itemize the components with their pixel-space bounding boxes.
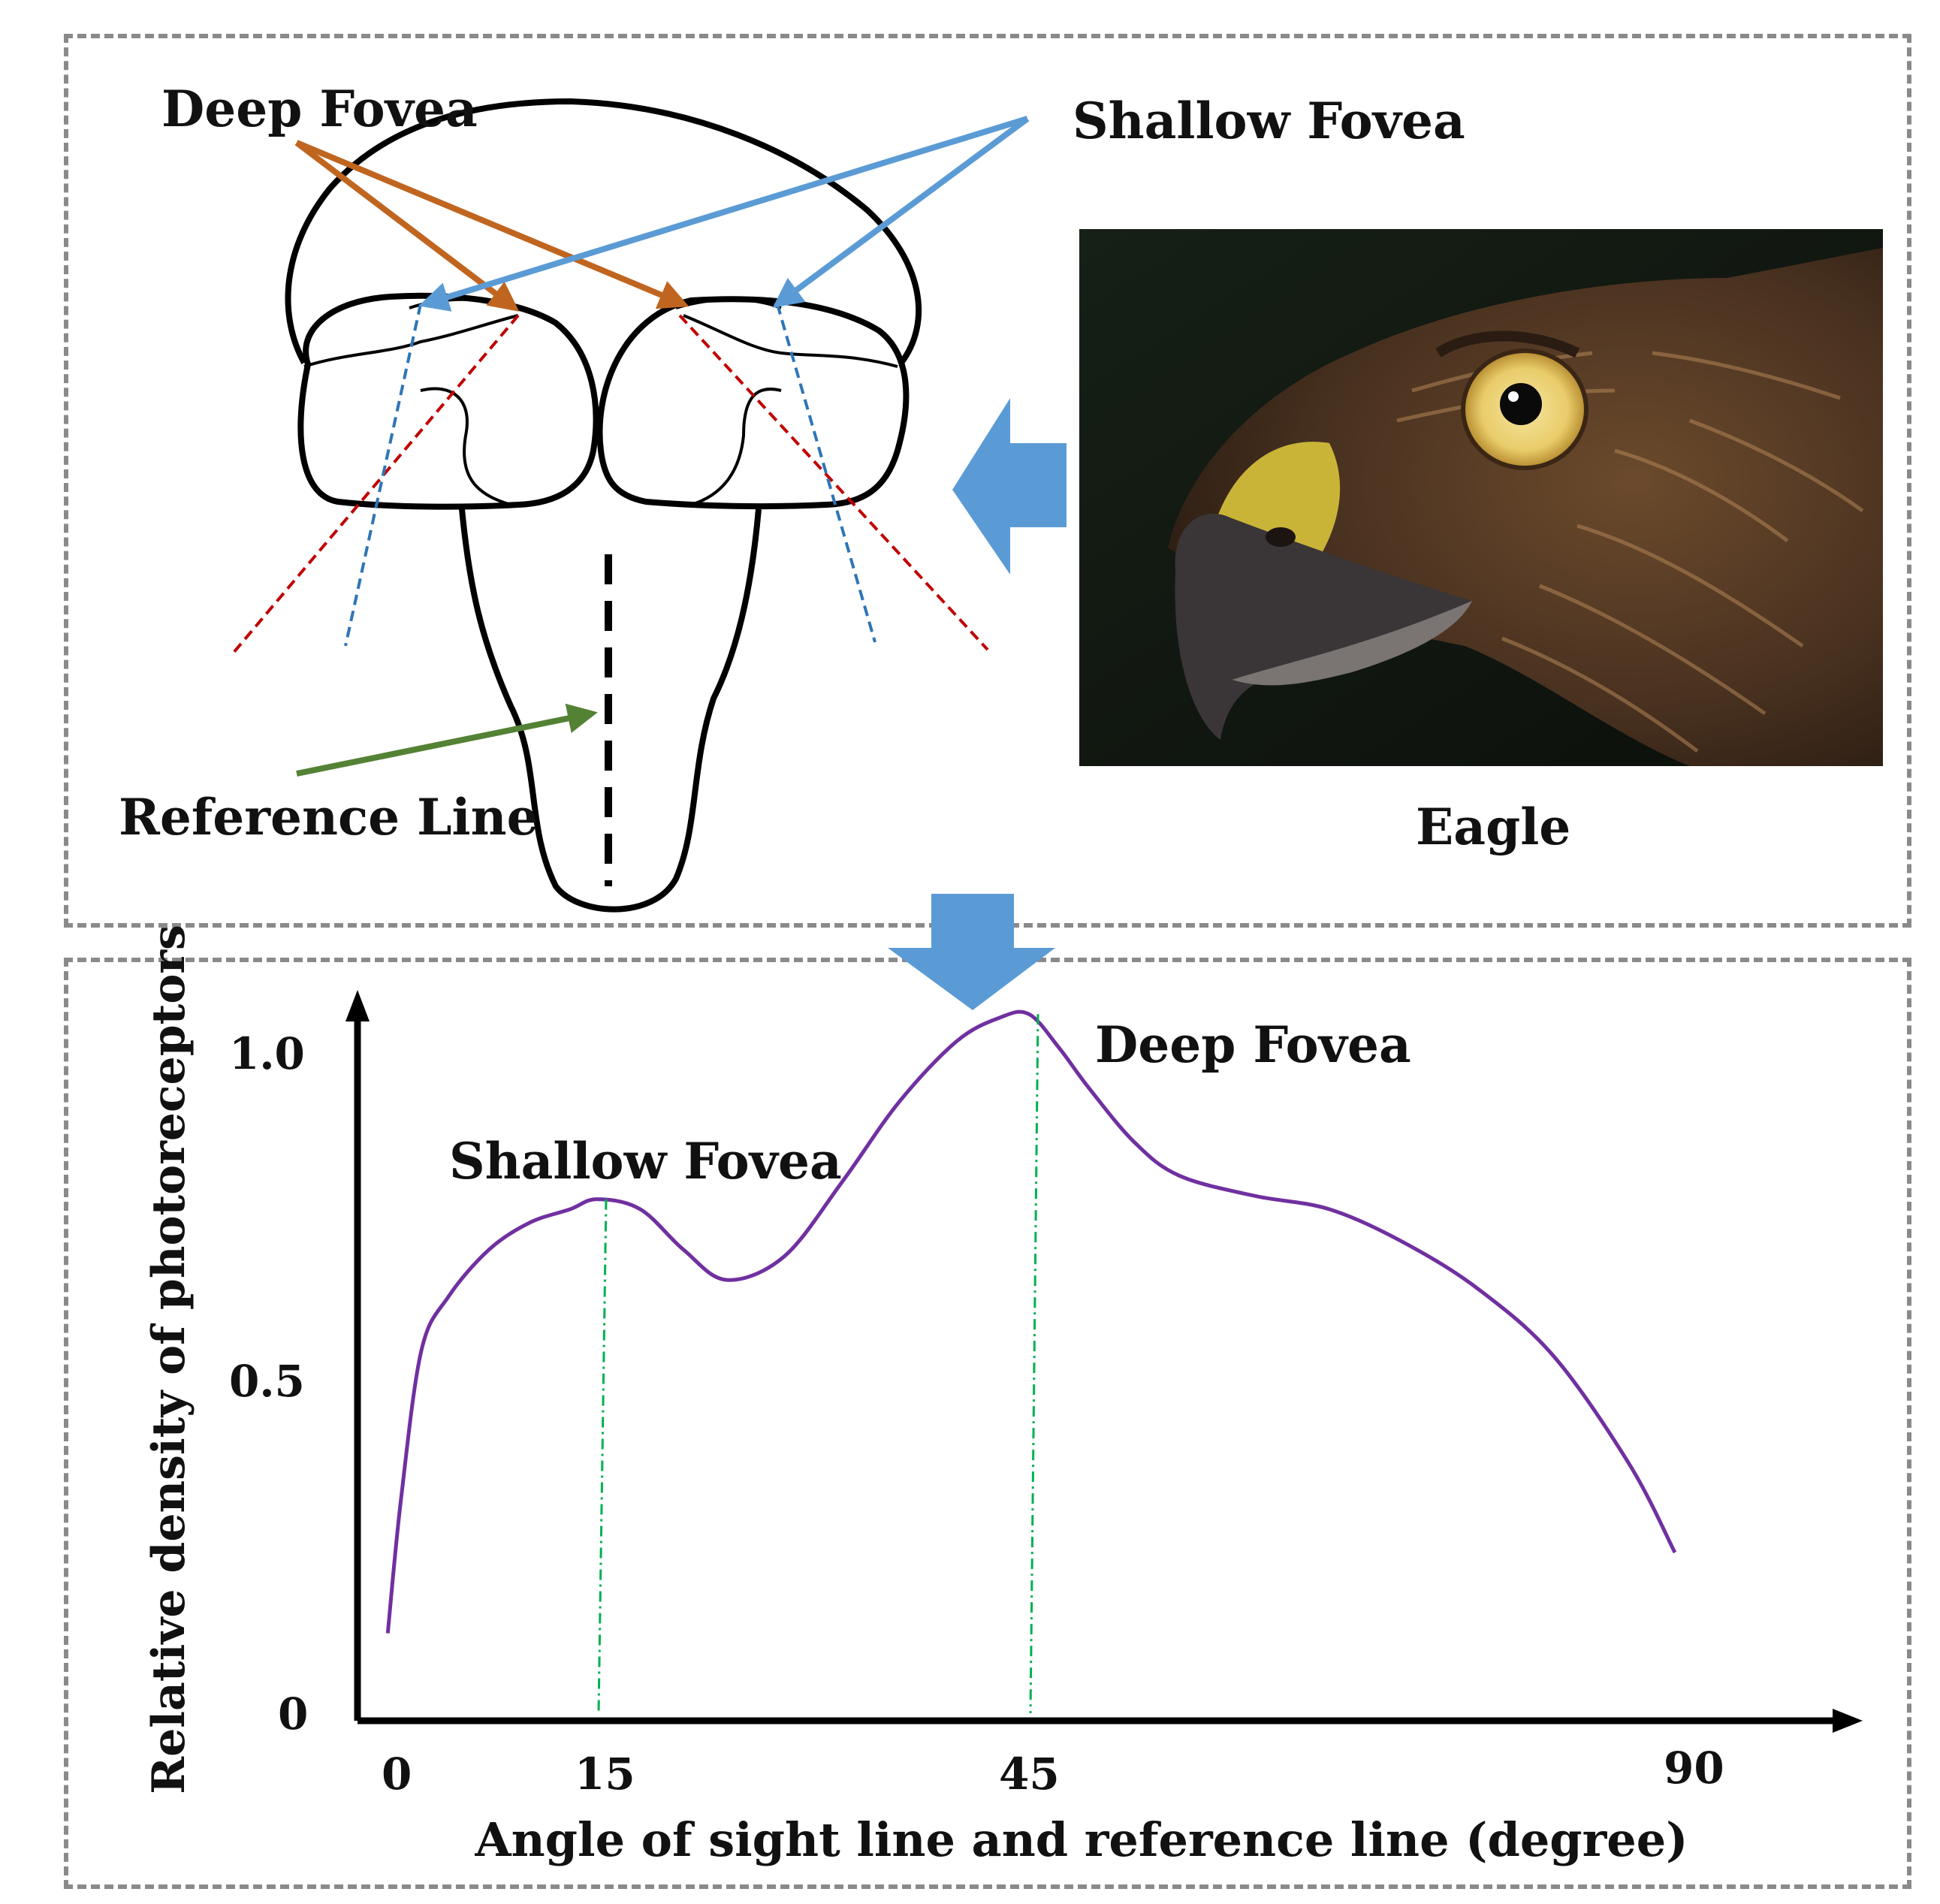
chart-axes [345, 990, 1863, 1733]
x-tick-45: 45 [999, 1749, 1060, 1800]
x-tick-0: 0 [382, 1749, 412, 1800]
deep-fovea-label: Deep Fovea [161, 80, 478, 138]
y-axis-label: Relative density of photoreceptors [143, 925, 195, 1794]
reference-line-label: Reference Line [119, 788, 539, 846]
shallow-fovea-sight-lines [344, 303, 876, 647]
x-axis-label: Angle of sight line and reference line (… [475, 1812, 1688, 1867]
y-tick-0: 0 [278, 1688, 309, 1740]
left-flow-arrow [952, 398, 1067, 575]
y-tick-1-0: 1.0 [229, 1028, 305, 1079]
peak-marker-line-0 [597, 1199, 608, 1714]
x-tick-15: 15 [575, 1749, 635, 1800]
density-curve-series-0 [385, 1009, 1677, 1634]
down-flow-arrow [888, 894, 1055, 1010]
bird-head-outline [285, 98, 922, 913]
chart-plot [345, 990, 1863, 1733]
annotation-shallow-fovea: Shallow Fovea [449, 1132, 842, 1190]
shallow-fovea-label: Shallow Fovea [1073, 92, 1465, 150]
deep-fovea-arrows [294, 140, 689, 312]
shallow-fovea-arrows [418, 116, 1030, 312]
deep-fovea-sight-lines [231, 314, 989, 655]
annotation-deep-fovea: Deep Fovea [1095, 1015, 1411, 1074]
y-tick-0-5: 0.5 [229, 1356, 305, 1407]
reference-line-arrow [296, 703, 598, 777]
peak-marker-line-1 [1029, 1014, 1039, 1714]
x-tick-90: 90 [1664, 1743, 1724, 1794]
eagle-caption: Eagle [1416, 798, 1571, 856]
eagle-photo [1079, 229, 1883, 766]
